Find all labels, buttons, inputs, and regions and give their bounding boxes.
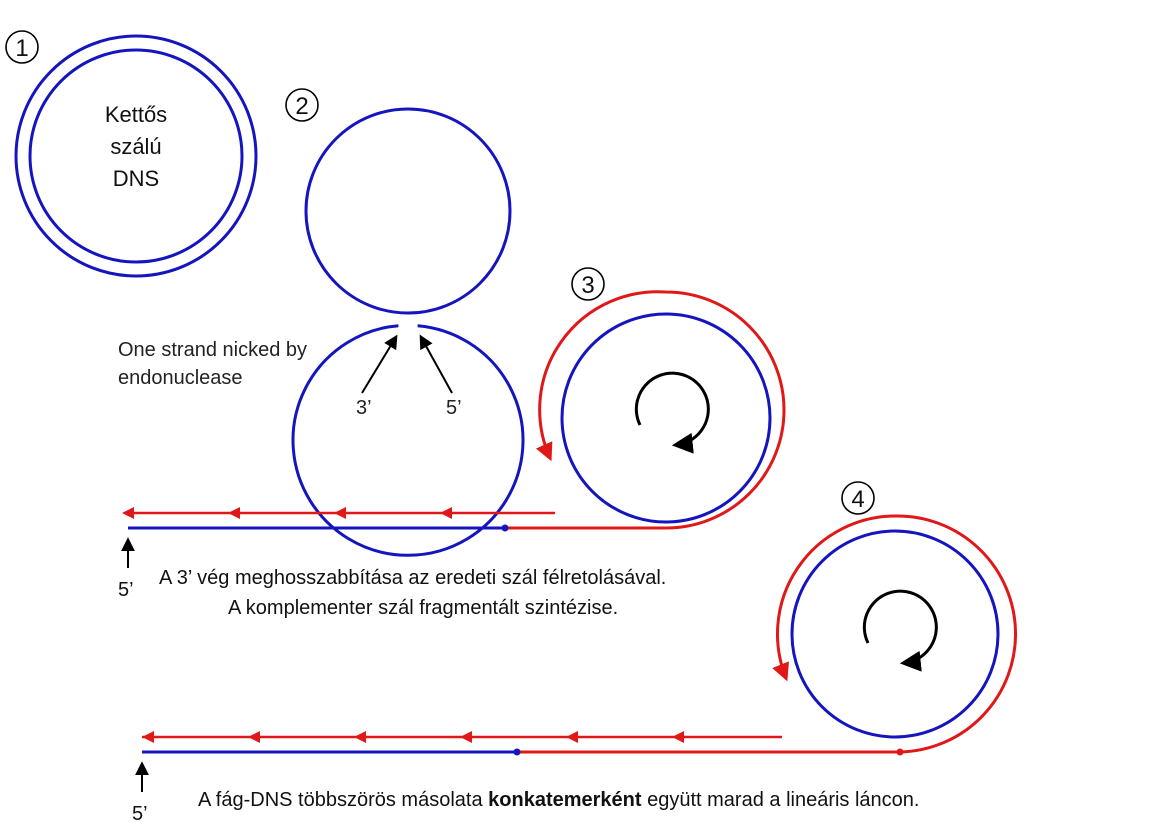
step-number-1: 1: [15, 35, 28, 62]
step-2: 2 One strand nicked by endonuclease 3’ 5…: [118, 88, 525, 557]
step-badge-2: [285, 88, 319, 122]
step-4: 4 5’ A fág-DNS többszörös másolata konka…: [132, 481, 1018, 825]
step-badge-1: [5, 30, 39, 64]
label-5-prime-4: 5’: [132, 803, 148, 825]
dsdna-outer-strand: [14, 34, 258, 278]
fragment-arrowhead: [142, 731, 154, 743]
label-3-prime: 3’: [356, 397, 372, 419]
fragment-arrowhead: [460, 731, 472, 743]
new-strand-4: [517, 514, 1018, 754]
step-number-3: 3: [581, 272, 594, 299]
caption-3-line-1: A 3’ vég meghosszabbítása az eredeti szá…: [159, 567, 666, 589]
fragment-arrowhead: [440, 507, 452, 519]
step-number-4: 4: [851, 486, 864, 513]
junction-dot-4b: [896, 748, 904, 756]
fragment-arrowhead: [354, 731, 366, 743]
caption-4-pre: A fág-DNS többszörös másolata: [198, 789, 488, 811]
step-badge-4: [841, 481, 875, 515]
caption-3-line-2: A komplementer szál fragmentált szintézi…: [228, 597, 618, 619]
junction-dot-4: [513, 748, 521, 756]
step-3: 3 5’ A 3’ vég meghosszabbítása az eredet…: [118, 267, 786, 619]
nick-description-line-2: endonuclease: [118, 367, 243, 389]
rotation-arrow-4: [862, 589, 938, 672]
fragment-arrowhead: [672, 731, 684, 743]
fragment-arrowhead: [228, 507, 240, 519]
caption-4-post: együtt marad a lineáris láncon.: [642, 789, 920, 811]
fragment-arrowhead: [122, 507, 134, 519]
label-5-prime: 5’: [446, 397, 462, 419]
nicked-outer-strand: [291, 324, 525, 557]
arrow-3-prime: [361, 334, 398, 394]
junction-dot-3: [501, 524, 509, 532]
step-badge-3: [571, 267, 605, 301]
dsdna-label-line-2: szálú: [110, 134, 161, 159]
fragment-arrowhead: [566, 731, 578, 743]
new-strand-3: [505, 290, 786, 530]
dsdna-inner-strand: [28, 48, 244, 264]
step-number-2: 2: [295, 93, 308, 120]
template-circle-4: [790, 529, 1000, 739]
step-1: 1 Kettős szálú DNS: [5, 30, 258, 278]
arrow-5-prime: [419, 334, 453, 394]
dsdna-label-line-3: DNS: [113, 166, 159, 191]
intact-inner-strand: [304, 107, 512, 315]
dsdna-label-line-1: Kettős: [105, 102, 167, 127]
caption-4: A fág-DNS többszörös másolata konkatemer…: [198, 789, 919, 811]
fragment-arrowhead: [248, 731, 260, 743]
nick-description-line-1: One strand nicked by: [118, 339, 307, 361]
rotation-arrow-3: [634, 371, 710, 454]
caption-4-bold: konkatemerként: [488, 789, 642, 811]
label-5-prime-3: 5’: [118, 579, 134, 601]
template-circle-3: [560, 312, 772, 524]
fragment-arrowhead: [334, 507, 346, 519]
